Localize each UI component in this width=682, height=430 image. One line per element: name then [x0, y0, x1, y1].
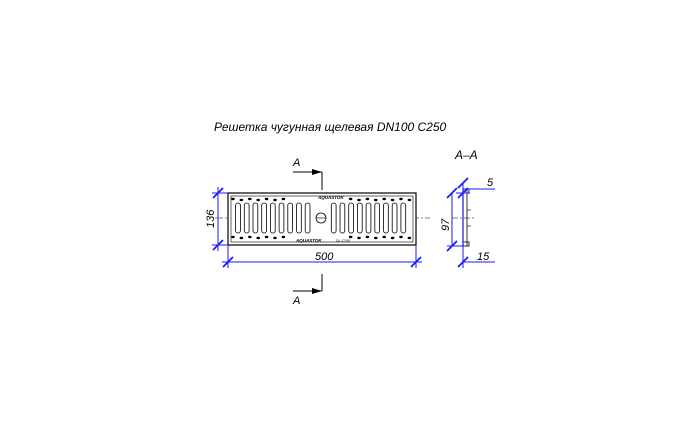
dim-width-label: 500 [315, 251, 334, 263]
grate-hole [399, 235, 403, 239]
section-mark: А–А [454, 148, 478, 162]
grate-slot [269, 202, 276, 234]
grate-hole [382, 197, 387, 201]
grate-hole [281, 197, 286, 201]
section-profile [452, 188, 476, 247]
grate-holes [231, 197, 412, 240]
grate-hole [357, 198, 361, 202]
cut-marker-bottom: А [292, 274, 323, 307]
grate-hole [390, 198, 395, 202]
grate-hole [264, 235, 269, 239]
brand-text-bottom: AQUASTOK [295, 238, 322, 243]
dimension-width [222, 245, 422, 268]
grate-slot [287, 202, 293, 234]
grate-slot [383, 202, 389, 234]
grate-hole [357, 236, 361, 240]
grate-hole [273, 198, 277, 202]
grate-hole [399, 197, 403, 201]
grate-slot [296, 202, 302, 234]
cut-marker-top: А [292, 157, 323, 190]
grate-hole [273, 236, 277, 240]
cut-label-bottom: А [292, 295, 300, 307]
cut-label-top: А [292, 157, 300, 169]
grate-slot [261, 202, 267, 234]
grate-plate: AQUASTOK AQUASTOK DL-C250 [227, 192, 417, 246]
dim-height-label: 136 [205, 209, 217, 228]
dim-section-height-label: 97 [440, 218, 452, 231]
grate-hole [256, 236, 261, 240]
grate-hole [382, 235, 387, 239]
grate-slot [400, 202, 407, 234]
grate-hole [374, 198, 378, 202]
grate-slot [278, 202, 285, 234]
grate-hole [348, 197, 353, 201]
grate-hole [256, 198, 261, 202]
brand-text-top: AQUASTOK [317, 195, 344, 200]
grate-slots [235, 202, 407, 234]
grate-slot [235, 202, 241, 234]
grate-hole [231, 235, 235, 239]
drawing-title: Решетка чугунная щелевая DN100 C250 [214, 120, 447, 134]
grate-hole [407, 236, 412, 240]
grate-slot [391, 202, 398, 234]
grate-slot [330, 202, 337, 234]
grate-slot [356, 202, 363, 234]
grate-slot [304, 202, 311, 234]
grate-hole [390, 236, 395, 240]
dim-section-top-label: 5 [487, 177, 494, 189]
grate-slot [348, 202, 354, 234]
grate-hole [248, 235, 252, 239]
dimension-section [446, 177, 495, 268]
grate-hole [248, 197, 252, 201]
grate-hole [407, 198, 412, 202]
grate-hole [239, 198, 244, 202]
grate-hole [281, 235, 286, 239]
grate-slot [252, 202, 259, 234]
dim-section-bottom-label: 15 [477, 251, 490, 263]
class-text: DL-C250 [336, 239, 350, 243]
grate-hole [348, 235, 353, 239]
grate-hole [374, 236, 378, 240]
grate-hole [264, 197, 269, 201]
dimension-height [212, 187, 228, 251]
grate-slot [339, 202, 346, 234]
grate-hole [239, 236, 244, 240]
grate-slot [365, 202, 372, 234]
grate-slot [374, 202, 380, 234]
grate-hole [231, 197, 235, 201]
grate-slot [243, 202, 250, 234]
grate-hole [365, 235, 370, 239]
grate-hole [365, 197, 370, 201]
